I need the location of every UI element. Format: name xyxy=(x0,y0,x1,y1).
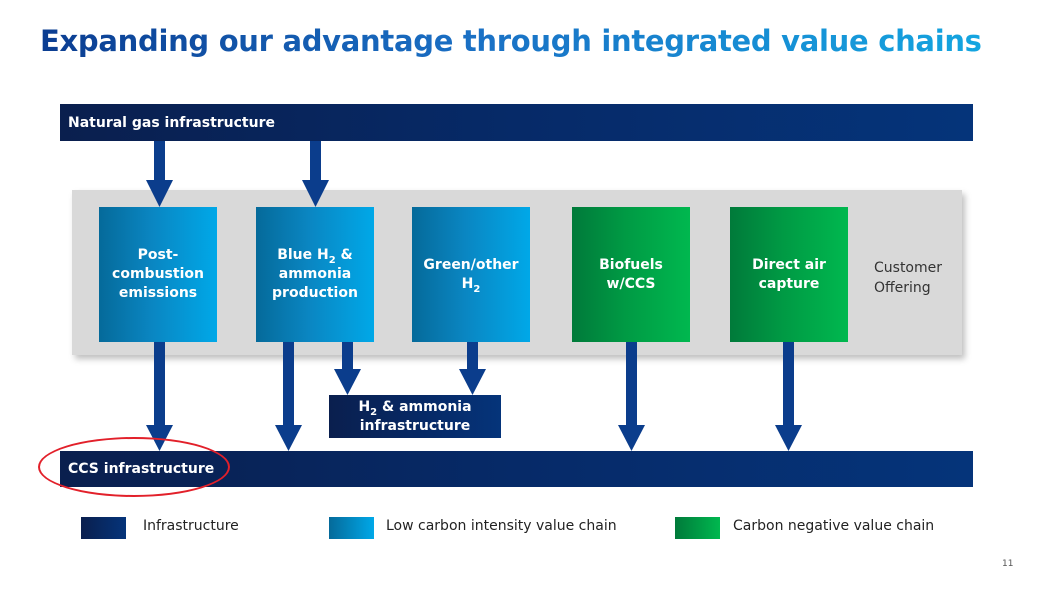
page-number: 11 xyxy=(1002,559,1014,569)
green-other-h2-label: Green/other H2 xyxy=(423,256,519,295)
post-combustion-box: Post- combustion emissions xyxy=(99,207,217,342)
blue-h2-ammonia-label: Blue H2 & ammonia production xyxy=(272,247,358,301)
green-other-h2-box: Green/other H2 xyxy=(412,207,530,342)
legend-swatch-infrastructure xyxy=(81,517,126,539)
biofuels-ccs-label: Biofuels w/CCS xyxy=(599,256,663,292)
legend-swatch-carbon-negative xyxy=(675,517,720,539)
legend-label-carbon-negative: Carbon negative value chain xyxy=(733,518,935,534)
h2-ammonia-infrastructure-box: H2 & ammonia infrastructure xyxy=(329,395,501,438)
blue-h2-ammonia-box: Blue H2 & ammonia production xyxy=(256,207,374,342)
natural-gas-infrastructure-label: Natural gas infrastructure xyxy=(68,114,275,131)
legend-label-low-carbon: Low carbon intensity value chain xyxy=(386,518,617,534)
customer-offering-label: Customer Offering xyxy=(874,260,943,296)
legend-label-infrastructure: Infrastructure xyxy=(143,518,239,534)
arrow-blue-h2-to-ccs xyxy=(275,342,302,451)
direct-air-capture-box: Direct air capture xyxy=(730,207,848,342)
arrow-biofuels-to-ccs xyxy=(618,342,645,451)
legend-swatch-low-carbon xyxy=(329,517,374,539)
ccs-highlight-circle xyxy=(38,437,230,497)
post-combustion-label: Post- combustion emissions xyxy=(112,247,204,301)
biofuels-ccs-box: Biofuels w/CCS xyxy=(572,207,690,342)
direct-air-capture-label: Direct air capture xyxy=(752,256,826,292)
natural-gas-infrastructure-bar: Natural gas infrastructure xyxy=(60,104,973,141)
slide-title: Expanding our advantage through integrat… xyxy=(40,24,982,58)
h2-ammonia-infrastructure-label: H2 & ammonia infrastructure xyxy=(358,398,472,434)
arrow-direct-air-capture-to-ccs xyxy=(775,342,802,451)
arrow-post-combustion-to-ccs xyxy=(146,342,173,451)
